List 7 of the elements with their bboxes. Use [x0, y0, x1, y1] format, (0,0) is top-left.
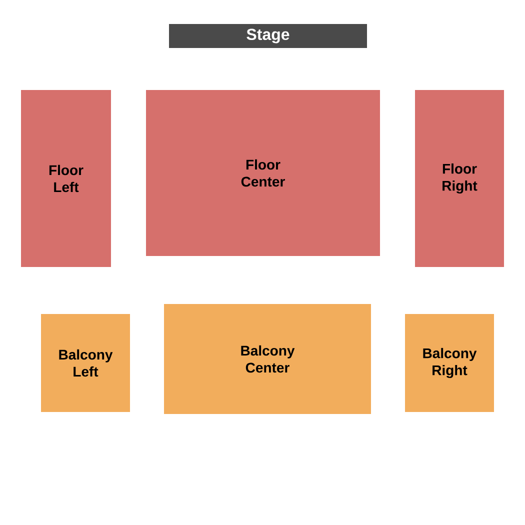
- stage-block: Stage: [169, 24, 367, 48]
- seating-section: Balcony Center: [164, 304, 371, 414]
- seating-section: Balcony Right: [405, 314, 494, 412]
- seating-section: Floor Right: [415, 90, 504, 267]
- seating-section: Floor Center: [146, 90, 380, 256]
- seating-section: Balcony Left: [41, 314, 130, 412]
- seating-section: Floor Left: [21, 90, 111, 267]
